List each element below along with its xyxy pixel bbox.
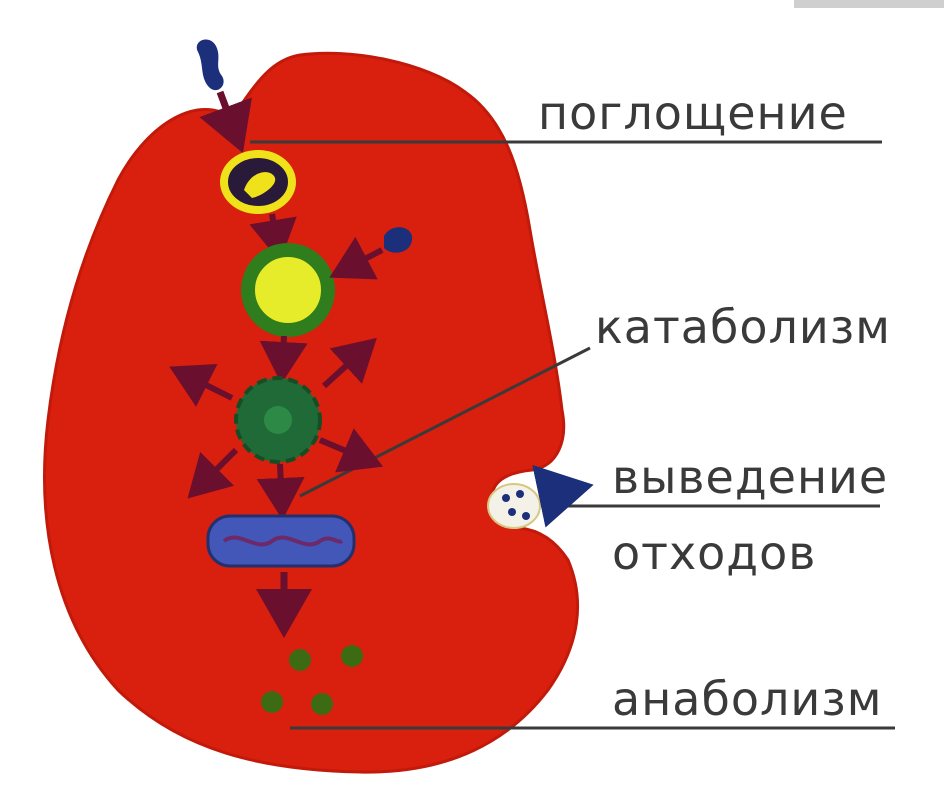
arrow-digest-to-er: [280, 464, 282, 508]
label-uptake: поглощение: [538, 90, 848, 136]
label-catabolism: катаболизм: [595, 304, 891, 350]
product-dot: [289, 649, 311, 671]
product-dot: [261, 691, 283, 713]
waste-particle: [522, 512, 530, 520]
arrow-waste-out: [540, 488, 578, 496]
lysosome: [248, 250, 328, 330]
product-dot: [311, 693, 333, 715]
waste-particle: [516, 490, 524, 498]
incoming-particle: [197, 39, 224, 90]
waste-particle: [502, 494, 510, 502]
arrow-lysosome-to-digest: [282, 336, 284, 372]
waste-particle: [508, 508, 516, 516]
product-dot: [341, 645, 363, 667]
label-anabolism: анаболизм: [612, 676, 882, 722]
digestion-core: [264, 406, 292, 434]
label-waste-line2: отходов: [612, 530, 816, 576]
waste-vesicle: [488, 484, 540, 528]
label-waste-line1: выведение: [612, 454, 888, 500]
